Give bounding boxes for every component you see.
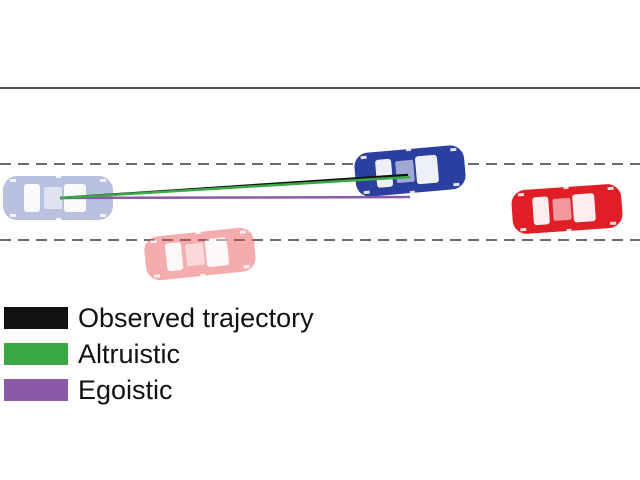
egoistic-trajectory (59, 195, 411, 200)
legend-label: Egoistic (78, 374, 173, 405)
rear-car-icon (142, 224, 258, 284)
legend-item-egoistic: Egoistic (4, 372, 424, 408)
observed-swatch (4, 307, 68, 329)
ego-car-icon (353, 142, 467, 200)
legend-label: Altruistic (78, 338, 181, 369)
legend-item-observed: Observed trajectory (4, 300, 424, 336)
legend-item-altruistic: Altruistic (4, 336, 424, 372)
legend: Observed trajectory Altruistic Egoistic (4, 300, 424, 408)
altruistic-trajectory (59, 175, 411, 200)
altruistic-swatch (4, 343, 68, 365)
legend-label: Observed trajectory (78, 302, 314, 333)
lead-car-icon (510, 181, 624, 237)
egoistic-swatch (4, 379, 68, 401)
